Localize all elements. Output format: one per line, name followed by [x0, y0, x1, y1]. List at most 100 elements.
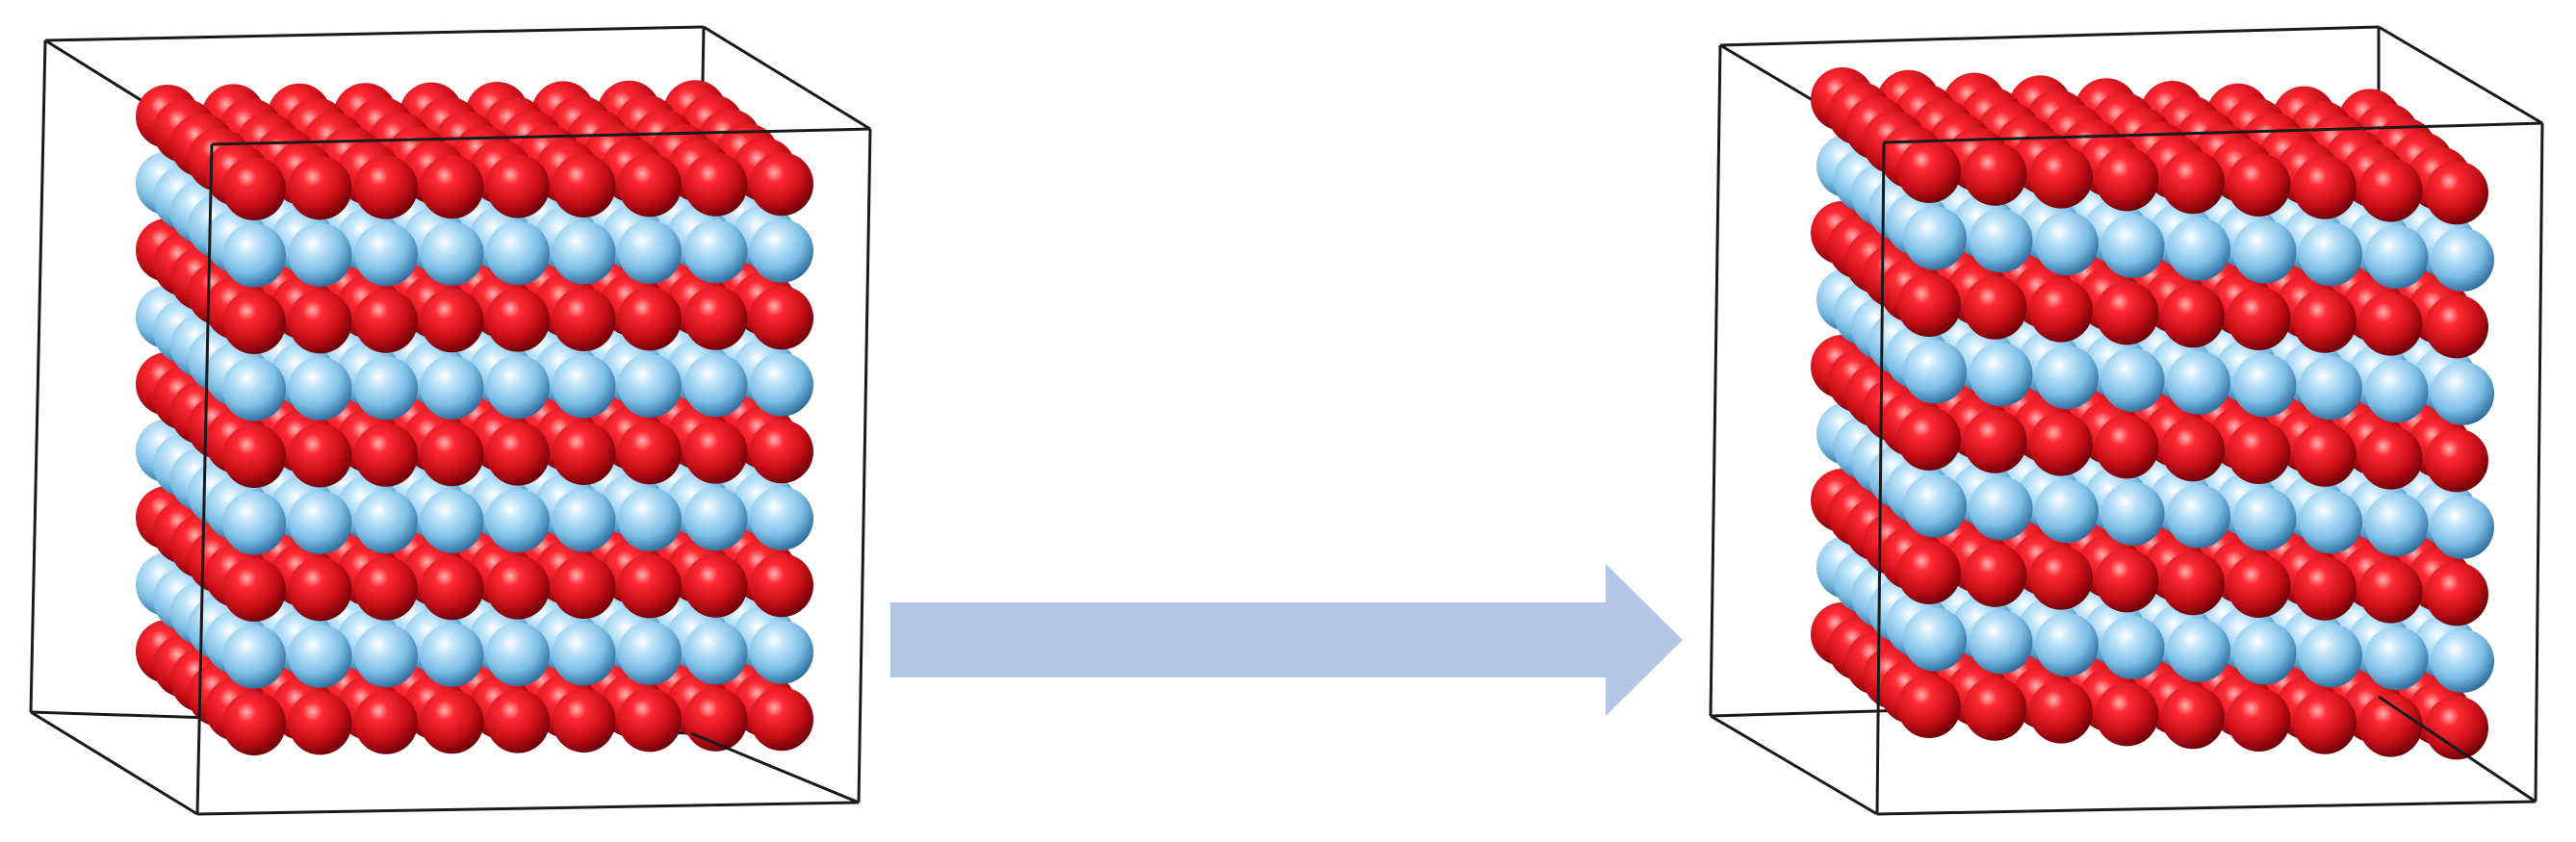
blue-atom [222, 491, 286, 555]
box-edge [2534, 122, 2544, 803]
red-atom [354, 556, 418, 621]
red-atom [288, 290, 352, 354]
blue-atom [486, 623, 550, 687]
deformed-lattice-panel [1709, 25, 2544, 816]
red-atom [486, 555, 550, 620]
blue-atom [222, 357, 286, 421]
box-edge [1710, 714, 1878, 816]
blue-atom [1969, 209, 2033, 273]
blue-atom [2100, 615, 2165, 679]
blue-atom [683, 487, 748, 551]
red-atom [222, 157, 286, 220]
blue-atom [2364, 225, 2429, 290]
red-atom [222, 291, 286, 354]
red-atom [222, 424, 286, 488]
red-atom [683, 286, 748, 350]
red-atom [2029, 144, 2093, 209]
blue-atom [618, 353, 682, 418]
blue-atom [2232, 487, 2297, 551]
blue-atom [2299, 490, 2362, 554]
blue-atom [2431, 361, 2494, 425]
box-edge [44, 25, 705, 42]
red-atom [1963, 543, 2027, 607]
blue-atom [683, 353, 748, 418]
blue-atom [750, 218, 813, 283]
blue-atom [2232, 219, 2297, 284]
initial-lattice-panel [29, 25, 872, 816]
red-atom [2358, 559, 2423, 624]
red-atom [486, 421, 550, 486]
red-atom [420, 556, 484, 621]
red-atom [486, 288, 550, 352]
blue-atom [2431, 495, 2494, 559]
box-edge [2378, 695, 2537, 804]
blue-atom [2299, 222, 2362, 287]
blue-atom [2232, 353, 2297, 418]
red-atom [288, 557, 352, 622]
blue-atom [2364, 359, 2429, 423]
blue-atom [2364, 493, 2429, 557]
red-atom [2293, 690, 2357, 754]
blue-atom [2167, 350, 2230, 415]
blue-atom [420, 355, 484, 420]
red-atom [618, 554, 682, 619]
red-atom [2358, 292, 2423, 356]
red-atom [2029, 546, 2093, 610]
red-atom [750, 687, 813, 752]
blue-atom [750, 620, 813, 684]
red-atom [2095, 281, 2159, 345]
red-atom [288, 691, 352, 755]
red-atom [2095, 682, 2159, 747]
red-atom [2425, 428, 2488, 493]
box-edge [1875, 141, 1886, 815]
red-atom [222, 558, 286, 622]
red-atom [2029, 412, 2093, 476]
red-atom [2293, 155, 2357, 219]
red-atom [2425, 294, 2488, 359]
box-edge [1883, 121, 2543, 144]
red-atom [1963, 676, 2027, 741]
red-atom [552, 555, 616, 619]
blue-atom [750, 486, 813, 550]
red-atom [750, 286, 813, 350]
red-atom [354, 289, 418, 353]
box-edge [195, 143, 214, 815]
red-atom [2029, 679, 2093, 744]
blue-atom [222, 625, 286, 689]
blue-atom [420, 623, 484, 687]
red-atom [2095, 549, 2159, 613]
red-atom [2358, 158, 2423, 222]
red-atom [354, 690, 418, 754]
blue-atom [552, 622, 616, 686]
red-atom [2293, 556, 2357, 621]
blue-atom [2035, 345, 2099, 410]
blue-atom [2431, 628, 2494, 693]
box-edge [1719, 25, 2380, 47]
blue-atom [2100, 214, 2165, 278]
red-atom [2161, 685, 2225, 750]
blue-atom [1969, 476, 2033, 541]
red-atom [2425, 696, 2488, 760]
red-atom [2227, 421, 2291, 484]
red-atom [2227, 153, 2291, 217]
blue-atom [683, 219, 748, 284]
red-atom [750, 420, 813, 484]
red-atom [2161, 418, 2225, 482]
red-atom [486, 689, 550, 753]
blue-atom [354, 222, 418, 287]
blue-atom [1969, 343, 2033, 407]
red-atom [288, 423, 352, 488]
blue-atom [2299, 356, 2362, 421]
blue-atom [2167, 217, 2230, 281]
box-edge [1876, 800, 2537, 816]
red-atom [750, 553, 813, 618]
red-atom [2227, 688, 2291, 752]
red-atom [552, 689, 616, 753]
blue-atom [552, 220, 616, 285]
blue-atom [354, 356, 418, 421]
red-atom [1897, 541, 1961, 604]
red-atom [1897, 273, 1961, 337]
red-atom [2161, 150, 2225, 215]
blue-atom [288, 222, 352, 287]
